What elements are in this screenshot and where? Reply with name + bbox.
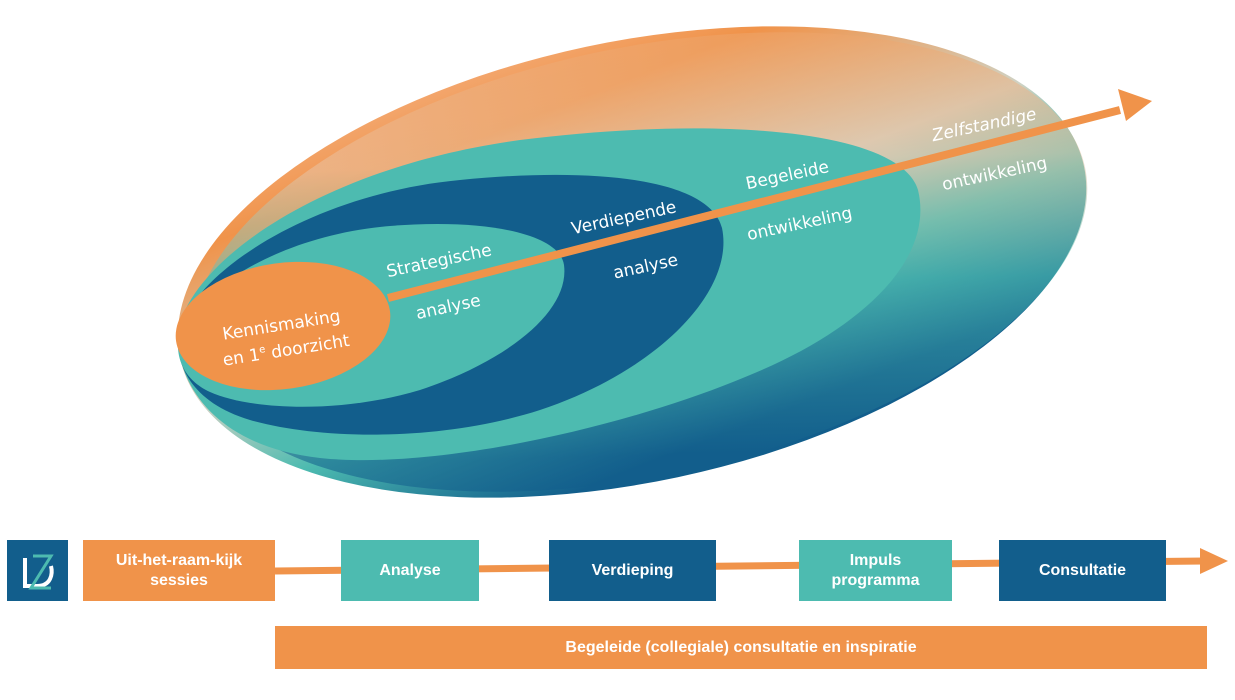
step-uit-het-raam-kijk-sessies: Uit-het-raam-kijk sessies (83, 540, 275, 601)
step-label-line2: programma (831, 571, 920, 589)
step-consultatie: Consultatie (999, 540, 1166, 601)
step-analyse: Analyse (341, 540, 479, 601)
ellipse-kennismaking (175, 261, 391, 391)
banner-begeleide-consultatie: Begeleide (collegiale) consultatie en in… (275, 626, 1207, 669)
nested-ellipse-diagram: Kennismaking en 1e doorzicht Strategisch… (175, 26, 1152, 498)
step-verdieping: Verdieping (549, 540, 716, 601)
banner-label: Begeleide (collegiale) consultatie en in… (565, 638, 917, 656)
step-label-line1: Uit-het-raam-kijk (115, 551, 243, 569)
step-label-line2: sessies (150, 571, 208, 589)
step-label: Verdieping (591, 561, 674, 579)
step-label: Consultatie (1038, 561, 1127, 579)
step-label: Analyse (379, 561, 441, 579)
dz-logo-icon (7, 540, 68, 601)
step-label-line1: Impuls (849, 551, 902, 569)
step-impuls-programma: Impuls programma (799, 540, 952, 601)
diagonal-arrow (387, 89, 1152, 302)
